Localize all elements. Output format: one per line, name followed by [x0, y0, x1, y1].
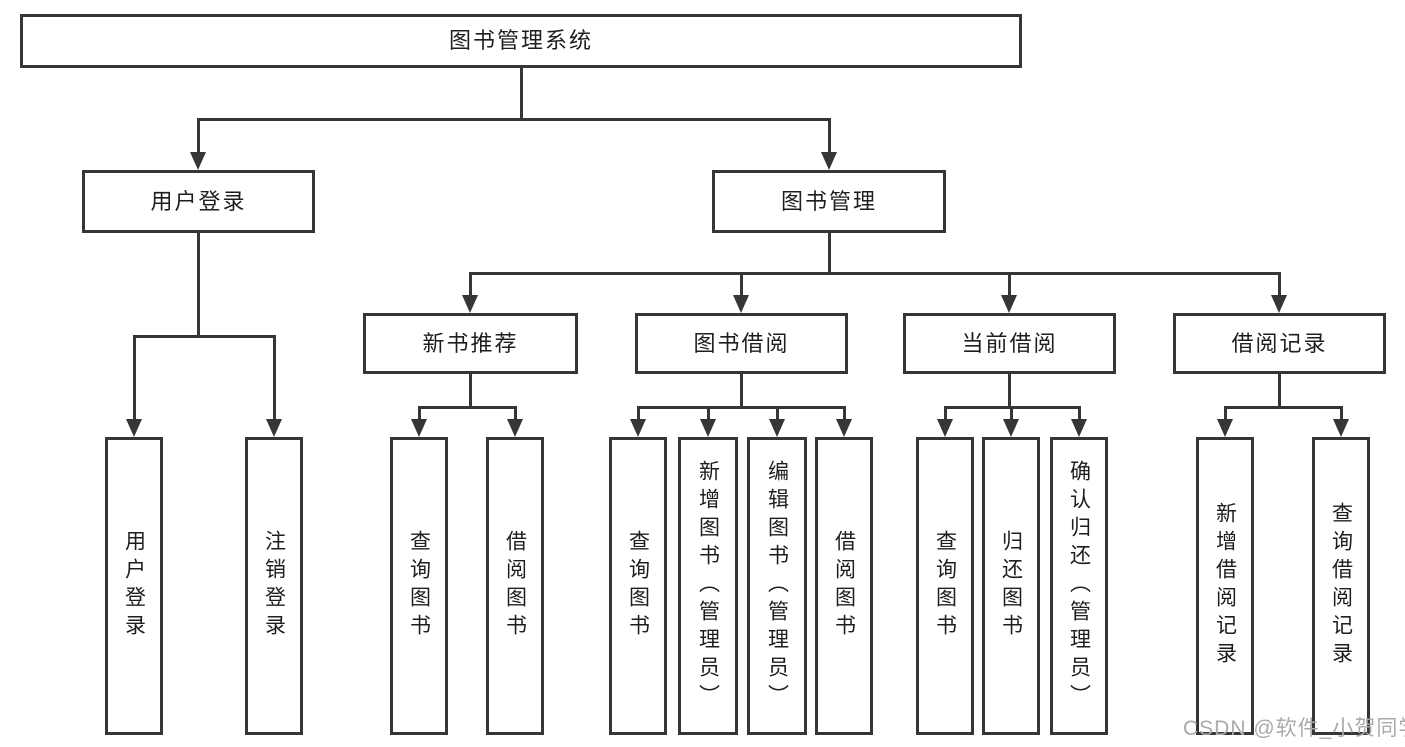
arrow-down-icon	[700, 419, 716, 437]
watermark: CSDN @软件_小贺同学	[1183, 717, 1405, 740]
node-label: 新增图书（管理员）	[696, 460, 720, 712]
node-label: 查询图书	[626, 530, 650, 642]
arrow-down-icon	[630, 419, 646, 437]
arrow-down-icon	[190, 152, 206, 170]
node-label: 借阅记录	[1231, 330, 1328, 356]
node-label: 图书管理	[780, 188, 877, 214]
connector-drop	[739, 272, 743, 299]
node-library-management-system: 图书管理系统	[20, 14, 1022, 68]
node-label: 用户登录	[150, 188, 247, 214]
connector-drop	[775, 406, 779, 423]
arrow-down-icon	[1217, 419, 1233, 437]
connector-bus	[1223, 406, 1343, 409]
connector-stem	[519, 68, 523, 121]
arrow-down-icon	[266, 419, 282, 437]
connector-bus	[196, 118, 831, 121]
arrow-down-icon	[836, 419, 852, 437]
node-label: 借阅图书	[503, 530, 527, 642]
connector-stem	[827, 233, 831, 275]
connector-drop	[943, 406, 947, 423]
connector-drop	[1277, 272, 1281, 299]
connector-stem	[468, 374, 472, 409]
connector-drop	[513, 406, 517, 423]
arrow-down-icon	[1271, 295, 1287, 313]
arrow-down-icon	[1333, 419, 1349, 437]
connector-drop	[272, 335, 276, 423]
arrow-down-icon	[126, 419, 142, 437]
connector-stem	[1277, 374, 1281, 409]
connector-stem	[739, 374, 743, 409]
node-user-login: 用户登录	[82, 170, 315, 233]
arrow-down-icon	[1071, 419, 1087, 437]
node-label: 查询图书	[933, 530, 957, 642]
node-label: 查询借阅记录	[1329, 502, 1353, 670]
arrow-down-icon	[507, 419, 523, 437]
connector-drop	[417, 406, 421, 423]
connector-drop	[468, 272, 472, 299]
arrow-down-icon	[462, 295, 478, 313]
connector-drop	[1223, 406, 1227, 423]
node-add-borrow-record: 新增借阅记录	[1196, 437, 1254, 735]
node-label: 归还图书	[999, 530, 1023, 642]
connector-drop	[1009, 406, 1013, 423]
arrow-down-icon	[937, 419, 953, 437]
connector-bus	[132, 335, 276, 338]
node-return-books: 归还图书	[982, 437, 1040, 735]
node-label: 查询图书	[407, 530, 431, 642]
connector-stem	[196, 233, 200, 338]
node-new-book-recommend: 新书推荐	[363, 313, 578, 374]
node-label: 图书借阅	[693, 330, 790, 356]
node-book-management: 图书管理	[712, 170, 946, 233]
arrow-down-icon	[769, 419, 785, 437]
node-logout-leaf: 注销登录	[245, 437, 303, 735]
node-add-books-admin: 新增图书（管理员）	[678, 437, 738, 735]
connector-drop	[827, 118, 831, 156]
node-label: 当前借阅	[961, 330, 1058, 356]
arrow-down-icon	[411, 419, 427, 437]
node-borrowing-records: 借阅记录	[1173, 313, 1386, 374]
arrow-down-icon	[1003, 419, 1019, 437]
node-label: 编辑图书（管理员）	[765, 460, 789, 712]
connector-drop	[132, 335, 136, 423]
node-label: 新增借阅记录	[1213, 502, 1237, 670]
arrow-down-icon	[733, 295, 749, 313]
connector-drop	[636, 406, 640, 423]
node-label: 借阅图书	[832, 530, 856, 642]
node-confirm-return-admin: 确认归还（管理员）	[1050, 437, 1108, 735]
connector-stem	[1007, 374, 1011, 409]
arrow-down-icon	[1001, 295, 1017, 313]
node-query-books-borrowing: 查询图书	[609, 437, 667, 735]
connector-bus	[468, 272, 1281, 275]
node-book-borrowing: 图书借阅	[635, 313, 848, 374]
arrow-down-icon	[821, 152, 837, 170]
node-query-borrow-record: 查询借阅记录	[1312, 437, 1370, 735]
connector-drop	[1339, 406, 1343, 423]
node-label: 注销登录	[262, 530, 286, 642]
node-user-login-leaf: 用户登录	[105, 437, 163, 735]
node-edit-books-admin: 编辑图书（管理员）	[747, 437, 807, 735]
node-query-books-current: 查询图书	[916, 437, 974, 735]
node-borrow-books-recommend: 借阅图书	[486, 437, 544, 735]
node-label: 图书管理系统	[448, 28, 593, 53]
connector-drop	[706, 406, 710, 423]
connector-drop	[842, 406, 846, 423]
node-label: 用户登录	[122, 530, 146, 642]
connector-bus	[417, 406, 517, 409]
connector-bus	[636, 406, 846, 409]
node-current-borrowing: 当前借阅	[903, 313, 1116, 374]
node-borrow-books-borrowing: 借阅图书	[815, 437, 873, 735]
node-query-books-recommend: 查询图书	[390, 437, 448, 735]
connector-drop	[1077, 406, 1081, 423]
connector-drop	[1007, 272, 1011, 299]
connector-drop	[196, 118, 200, 156]
node-label: 确认归还（管理员）	[1067, 460, 1091, 712]
node-label: 新书推荐	[422, 330, 519, 356]
